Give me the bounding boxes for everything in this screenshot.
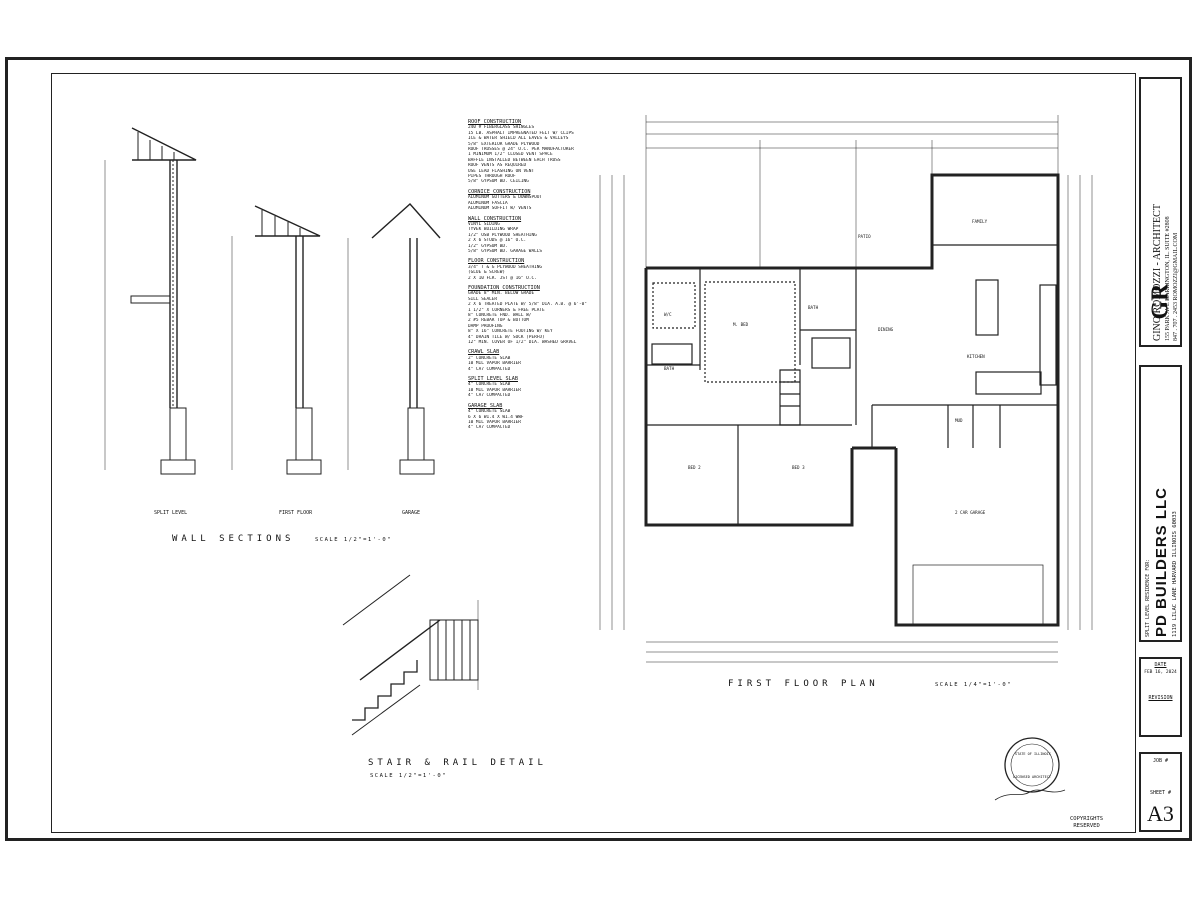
notes-line: ALUMINUM FASCIA: [468, 200, 508, 206]
floor-plan-walls: [644, 173, 1060, 627]
caption-wall-sections: WALL SECTIONS: [172, 534, 295, 544]
notes-heading: SPLIT LEVEL SLAB: [468, 376, 518, 383]
caption-stair-detail: STAIR & RAIL DETAIL: [368, 758, 547, 768]
notes-line: 2 X 6 STUDS @ 16" O.C.: [468, 238, 527, 244]
notes-heading: GARAGE SLAB: [468, 402, 503, 409]
notes-line: ALUMINUM GUTTERS & DOWNSPOUT: [468, 195, 543, 201]
seal-text: STATE OF ILLINOIS: [1015, 752, 1051, 756]
copyright-line-2: RESERVED: [1073, 823, 1100, 829]
notes-line: 2 X 6 TREATED PLATE W/ 5/8" DIA. A.B. @ …: [468, 302, 588, 308]
room-mud: MUD: [955, 418, 963, 423]
notes-line: 10 MIL VAPOR BARRIER: [468, 387, 521, 393]
notes-line: 12" MIN. COVER OF 1/2" DIA. WASHED GRAVE…: [468, 340, 577, 346]
notes-heading: WALL CONSTRUCTION: [468, 215, 522, 222]
notes-line: 1/2" GYPSUM BD.: [468, 243, 508, 249]
sheet-label: SHEET #: [1149, 790, 1172, 796]
notes-line: 10 MIL VAPOR BARRIER: [468, 361, 521, 367]
room-family: FAMILY: [972, 219, 988, 224]
notes-line: SILL SEALER: [468, 296, 498, 302]
caption-stair-scale: SCALE 1/2"=1'-0": [370, 773, 447, 779]
notes-line: 6 X 6 W1.4 X W1.4 WWF: [468, 414, 524, 420]
notes-line: 5/8" GYPSUM BD. CEILING: [468, 179, 529, 185]
notes-line: 1 MINIMUM 1/2" CLOSED VENT SPACE: [468, 152, 553, 158]
room-garage: 2 CAR GARAGE: [955, 510, 986, 515]
room-kitchen: KITCHEN: [967, 354, 985, 359]
notes-line: 240 # FIBERGLASS SHINGLES: [468, 125, 535, 131]
notes-line: 4" CA7 COMPACTED: [468, 393, 511, 399]
notes-line: 1/2" OSB PLYWOOD SHEATHING: [468, 232, 537, 238]
section-label-split-level: SPLIT LEVEL: [154, 510, 188, 516]
client-block: SPLIT LEVEL RESIDENCE FOR: PD BUILDERS L…: [1139, 365, 1182, 642]
drawing-border: [51, 73, 1136, 833]
notes-heading: CRAWL SLAB: [468, 349, 500, 356]
notes-line: 5/8" EXTERIOR GRADE PLYWOOD: [468, 141, 540, 147]
room-bed-2: BED 2: [688, 465, 701, 470]
notes-line: USE LEAD FLASHING ON VENT: [468, 168, 535, 174]
caption-first-floor-plan: FIRST FLOOR PLAN: [728, 679, 879, 689]
notes-line: GRADE 8" MIN. BELOW GRADE: [468, 291, 535, 297]
notes-heading: CORNICE CONSTRUCTION: [468, 188, 531, 195]
copyright-notice: COPYRIGHTS RESERVED: [1070, 816, 1103, 830]
date-value: FEB 16, 2024: [1144, 670, 1177, 675]
wall-section-garage: [347, 203, 441, 475]
notes-line: 2 X 10 FLR. JST @ 16" O.C.: [468, 275, 537, 281]
copyright-line-1: COPYRIGHTS: [1070, 816, 1104, 822]
notes-heading: ROOF CONSTRUCTION: [468, 119, 522, 125]
room-master-bed: M. BED: [733, 322, 749, 327]
notes-line: ROOF VENTS AS REQUIRED: [468, 163, 527, 169]
notes-line: 1 1/2" X CORNERS & FREE PLATE: [468, 307, 545, 313]
notes-line: 4" CA7 COMPACTED: [468, 366, 511, 372]
notes-line: (GLUE & SCREW): [468, 270, 506, 276]
room-dining: DINING: [878, 327, 894, 332]
notes-heading: FLOOR CONSTRUCTION: [468, 258, 525, 265]
sheet-number-block: JOB # SHEET # A3: [1139, 752, 1182, 832]
notes-line: 5/8" GYPSUM BD. GARAGE WALLS: [468, 248, 543, 254]
notes-line: DAMP PROOFING: [468, 323, 503, 329]
section-label-first-floor: FIRST FLOOR: [279, 510, 313, 516]
room-patio: PATIO: [858, 234, 871, 239]
drawing-sheet: [5, 57, 1192, 841]
notes-line: ROOF TRUSSES @ 24" O.C. PER MANUFACTURER: [468, 147, 574, 153]
notes-line: 8" X 16" CONCRETE FOOTING W/ KEY: [468, 329, 553, 335]
notes-heading: FOUNDATION CONSTRUCTION: [468, 284, 540, 291]
sheet-number: A3: [1147, 801, 1174, 826]
notes-line: 2 #5 REBAR TOP & BOTTOM: [468, 318, 529, 324]
architect-block: GR GINO ROMOZZI - ARCHITECT 155 PARK AVE…: [1139, 77, 1182, 347]
notes-line: ICE & WATER SHIELD ALL EAVES & VALLEYS: [468, 136, 569, 142]
seal-subtext: LICENSED ARCHITECT: [1013, 775, 1051, 779]
notes-line: 8" CONCRETE FND. WALL W/: [468, 313, 532, 318]
caption-wall-sections-scale: SCALE 1/2"=1'-0": [315, 537, 392, 543]
notes-line: 10 MIL VAPOR BARRIER: [468, 419, 521, 425]
notes-line: 15 LB. ASPHALT IMPREGNATED FELT W/ CLIPS: [468, 130, 574, 136]
architect-seal: [1004, 737, 1060, 793]
room-bath: BATH: [664, 366, 675, 371]
notes-line: TYVEK BUILDING WRAP: [468, 227, 519, 233]
notes-line: 2" CONCRETE SLAB: [468, 355, 511, 361]
signature: [994, 789, 1066, 801]
room-bed-3: BED 3: [792, 465, 805, 470]
notes-line: PIPES THROUGH ROOF: [468, 174, 516, 180]
notes-line: ALUMINUM SOFFIT W/ VENTS: [468, 206, 532, 212]
notes-line: 4" CA7 COMPACTED: [468, 425, 511, 431]
notes-line: BAFFLE INSTALLED BETWEEN EACH TRUSS: [468, 157, 561, 163]
stair-detail: [342, 574, 479, 736]
room-bath-master: BATH: [808, 305, 819, 310]
revision-label: REVISION: [1148, 695, 1173, 701]
notes-line: 3/4" T & G PLYWOOD SHEATHING: [468, 264, 543, 270]
notes-line: 4" CONCRETE SLAB: [468, 409, 511, 415]
section-label-garage: GARAGE: [402, 510, 421, 516]
date-block: DATE FEB 16, 2024 REVISION: [1139, 657, 1182, 737]
caption-first-floor-scale: SCALE 1/4"=1'-0": [935, 682, 1012, 688]
notes-line: 4" CONCRETE SLAB: [468, 382, 511, 388]
job-label: JOB #: [1152, 758, 1169, 764]
room-wic: W/C: [664, 312, 672, 317]
notes-line: 4" DRAIN TILE W/ SOCK (PERFD): [468, 334, 545, 340]
wall-section-split-level: [104, 127, 197, 475]
notes-line: VINYL SIDING: [468, 221, 500, 227]
date-label: DATE: [1154, 662, 1167, 668]
wall-section-first-floor: [231, 205, 322, 475]
